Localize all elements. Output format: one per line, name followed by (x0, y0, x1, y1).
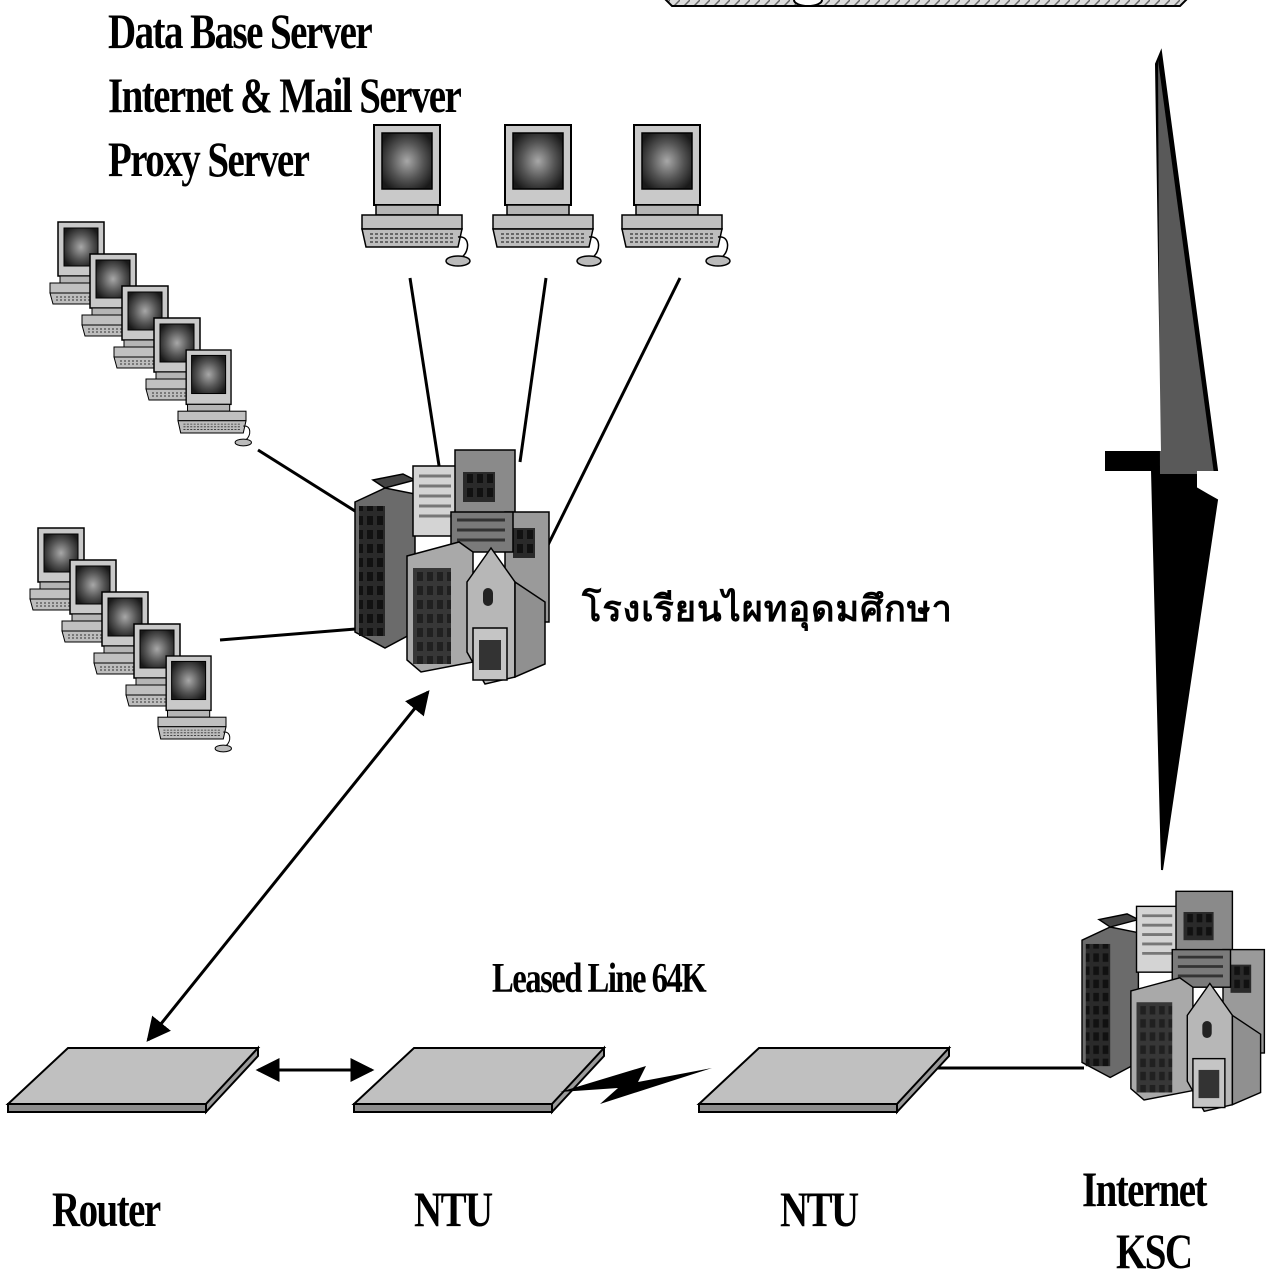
server-link-3 (546, 277, 682, 546)
computer-icon (361, 124, 471, 267)
lab2-link (219, 626, 369, 642)
top-edge-object (664, 0, 1188, 7)
server-computers (361, 124, 731, 267)
router-label: Router (52, 1181, 161, 1237)
lightning-link-icon (1105, 48, 1219, 871)
computer-icon (177, 349, 253, 447)
isp-label-ksc: KSC (1116, 1223, 1193, 1279)
leased-line-label: Leased Line 64K (492, 956, 707, 1002)
school-name-label: โรงเรียนไผทอุดมศึกษา (582, 589, 953, 630)
computer-icon (621, 124, 731, 267)
ntu-label-1: NTU (414, 1181, 493, 1237)
server-link-1 (408, 277, 442, 473)
connection-lines (146, 277, 1084, 1082)
client-lab-2 (29, 527, 233, 753)
network-device-icon (353, 1047, 605, 1113)
server-label-database: Data Base Server (108, 3, 373, 59)
computer-icon (492, 124, 602, 267)
server-link-2 (518, 277, 548, 463)
server-label-proxy: Proxy Server (108, 131, 310, 187)
router-school-arrow (146, 690, 430, 1042)
building-icon (1080, 889, 1266, 1113)
lightning-link-icon (560, 1066, 712, 1104)
network-device-icon (7, 1047, 259, 1113)
isp-label-internet: Internet (1082, 1161, 1208, 1217)
computer-icon (157, 655, 233, 753)
ntu-label-2: NTU (780, 1181, 859, 1237)
building-icon (353, 448, 551, 686)
server-label-internet-mail: Internet & Mail Server (108, 67, 462, 123)
network-device-icon (698, 1047, 950, 1113)
client-lab-1 (49, 221, 253, 447)
